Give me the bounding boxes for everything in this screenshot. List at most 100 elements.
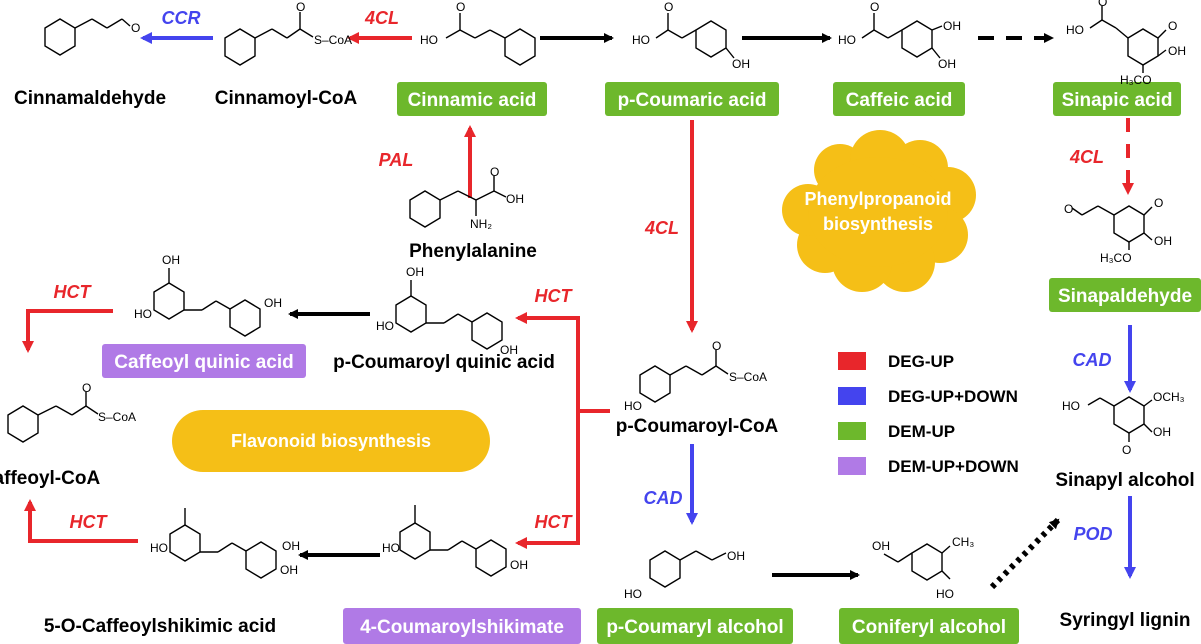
phenylalanine-structure — [409, 176, 507, 228]
sinapaldehyde-o2: O — [1154, 196, 1163, 210]
legend-swatch-1 — [838, 387, 866, 405]
phenylalanine-o: O — [490, 165, 499, 179]
enzyme-hct-mid-bottom: HCT — [535, 512, 574, 532]
p-coumaroyl-coa-label: p-Coumaroyl-CoA — [616, 416, 779, 437]
sinapic-acid-text: Sinapic acid — [1062, 90, 1173, 111]
p-coumaric-acid-o: O — [664, 0, 673, 14]
enzyme-cad-mid: CAD — [644, 488, 683, 508]
caffeic-acid-text: Caffeic acid — [846, 90, 953, 111]
phenylalanine-nh2: NH₂ — [470, 217, 492, 231]
sinapic-acid-o2: O — [1168, 19, 1177, 33]
enzyme-hct-left-top: HCT — [54, 282, 93, 302]
cinnamaldehyde-label: Cinnamaldehyde — [14, 88, 166, 109]
cinnamoyl-coa-structure — [224, 12, 314, 66]
sinapyl-alcohol-ho: HO — [1062, 399, 1080, 413]
caffeoylshikimic-acid-structure — [169, 508, 277, 579]
sinapaldehyde-h3co: H₃CO — [1100, 251, 1132, 265]
sinapic-acid-structure — [1089, 6, 1167, 73]
sinapic-acid-h3co: H₃CO — [1120, 73, 1152, 87]
enzyme-4cl-top: 4CL — [364, 8, 399, 28]
caffeoyl-coa-structure — [7, 392, 99, 443]
four-coumaroylshikimate-oh: OH — [510, 558, 528, 572]
enzyme-4cl-mid: 4CL — [644, 218, 679, 238]
p-coumaric-acid-structure — [655, 13, 735, 59]
phenylalanine-label: Phenylalanine — [409, 241, 537, 262]
coniferyl-alcohol-oh2: HO — [936, 587, 954, 601]
caffeoylshikimic-acid-ho: HO — [150, 541, 168, 555]
legend-label-0: DEG-UP — [888, 352, 954, 371]
hct-bracket — [515, 312, 610, 549]
flavonoid-pill: Flavonoid biosynthesis — [172, 410, 490, 472]
cinnamaldehyde-structure — [44, 18, 131, 56]
cinnamoyl-coa-label: Cinnamoyl-CoA — [215, 88, 358, 109]
enzyme-hct-mid-top: HCT — [535, 286, 574, 306]
arrow-coniferyl-to-sinapyl — [989, 517, 1061, 590]
caffeoyl-coa-label: Caffeoyl-CoA — [0, 468, 100, 489]
sinapaldehyde-o: O — [1064, 202, 1073, 216]
cinnamic-acid-text: Cinnamic acid — [408, 90, 537, 111]
phenylpropanoid-label-line2: biosynthesis — [823, 214, 933, 234]
sinapyl-alcohol-structure — [1087, 396, 1153, 442]
enzyme-pal: PAL — [379, 150, 414, 170]
caffeoyl-quinic-acid-oh2: OH — [264, 296, 282, 310]
p-coumaroyl-quinic-acid-label: p-Coumaroyl quinic acid — [333, 352, 555, 373]
enzyme-ccr: CCR — [162, 8, 201, 28]
p-coumaroyl-coa-o: O — [712, 339, 721, 353]
legend-label-1: DEG-UP+DOWN — [888, 387, 1018, 406]
four-coumaroylshikimate-node: 4-Coumaroylshikimate — [343, 608, 581, 644]
caffeic-acid-structure — [861, 13, 943, 59]
caffeoyl-quinic-acid-text: Caffeoyl quinic acid — [114, 352, 293, 373]
p-coumaryl-alcohol-structure — [649, 550, 727, 588]
caffeoyl-quinic-acid-node: Caffeoyl quinic acid — [102, 344, 306, 378]
sinapyl-alcohol-label: Sinapyl alcohol — [1055, 470, 1194, 491]
sinapyl-alcohol-och3: OCH₃ — [1153, 390, 1185, 404]
caffeic-acid-ho: HO — [838, 33, 856, 47]
sinapaldehyde-node: Sinapaldehyde — [1049, 278, 1201, 312]
sinapic-acid-node: Sinapic acid — [1053, 82, 1181, 116]
sinapic-acid-o: O — [1098, 0, 1107, 9]
cinnamaldehyde-o: O — [131, 21, 140, 35]
p-coumaric-acid-text: p-Coumaric acid — [618, 90, 767, 111]
p-coumaric-acid-oh: OH — [732, 57, 750, 71]
cinnamic-acid-ho: HO — [420, 33, 438, 47]
cinnamoyl-coa-scoa: S–CoA — [314, 33, 352, 47]
cinnamoyl-coa-o: O — [296, 0, 305, 14]
p-coumaroyl-quinic-acid-ho: HO — [376, 319, 394, 333]
flavonoid-label: Flavonoid biosynthesis — [231, 431, 431, 451]
caffeoyl-coa-o: O — [82, 381, 91, 395]
p-coumaroyl-quinic-acid-oh: OH — [406, 265, 424, 279]
caffeic-acid-o: O — [870, 0, 879, 14]
p-coumaric-acid-node: p-Coumaric acid — [605, 82, 779, 116]
enzyme-4cl-right: 4CL — [1069, 147, 1104, 167]
p-coumaric-acid-ho: HO — [632, 33, 650, 47]
caffeoyl-coa-scoa: S–CoA — [98, 410, 136, 424]
four-coumaroylshikimate-text: 4-Coumaroylshikimate — [360, 617, 564, 638]
caffeoyl-quinic-acid-ho: HO — [134, 307, 152, 321]
sinapyl-alcohol-oh: OH — [1153, 425, 1171, 439]
coniferyl-alcohol-ch3: CH₃ — [952, 535, 974, 549]
caffeic-acid-node: Caffeic acid — [833, 82, 965, 116]
p-coumaryl-alcohol-text: p-Coumaryl alcohol — [606, 617, 783, 638]
p-coumaroyl-coa-ho: HO — [624, 399, 642, 413]
legend-label-3: DEM-UP+DOWN — [888, 457, 1019, 476]
enzyme-pod: POD — [1073, 524, 1112, 544]
phenylpropanoid-label-line1: Phenylpropanoid — [804, 189, 951, 209]
p-coumaroyl-quinic-acid-oh2: OH — [500, 343, 518, 357]
caffeic-acid-oh1: OH — [943, 19, 961, 33]
arrow-hct-left-bottom — [24, 499, 138, 543]
four-coumaroylshikimate-ho: HO — [382, 541, 400, 555]
cinnamic-acid-o: O — [456, 0, 465, 14]
arrow-hct-left-top — [22, 309, 113, 353]
sinapyl-alcohol-o: O — [1122, 443, 1131, 457]
p-coumaryl-alcohol-oh: OH — [727, 549, 745, 563]
sinapaldehyde-text: Sinapaldehyde — [1058, 286, 1192, 307]
p-coumaryl-alcohol-ho: HO — [624, 587, 642, 601]
caffeoylshikimic-acid-label: 5-O-Caffeoylshikimic acid — [44, 616, 276, 637]
p-coumaroyl-coa-structure — [639, 350, 729, 403]
enzyme-hct-left-bottom: HCT — [70, 512, 109, 532]
cinnamic-acid-node: Cinnamic acid — [397, 82, 547, 116]
coniferyl-alcohol-text: Coniferyl alcohol — [852, 617, 1006, 638]
legend-swatch-0 — [838, 352, 866, 370]
